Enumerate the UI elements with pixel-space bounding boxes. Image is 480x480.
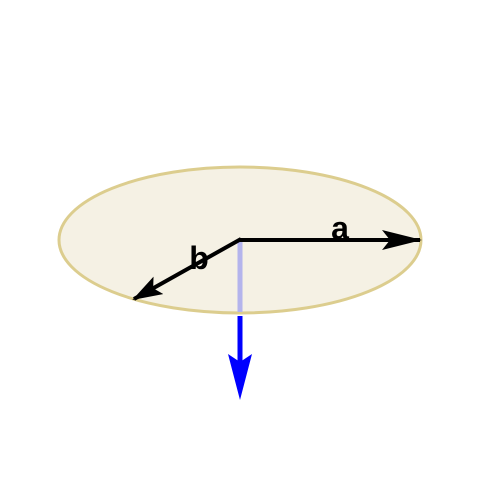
label-b: b <box>189 240 209 276</box>
label-a: a <box>331 210 349 246</box>
normal-arrowhead <box>228 354 252 400</box>
semi-axis-b <box>132 237 242 301</box>
